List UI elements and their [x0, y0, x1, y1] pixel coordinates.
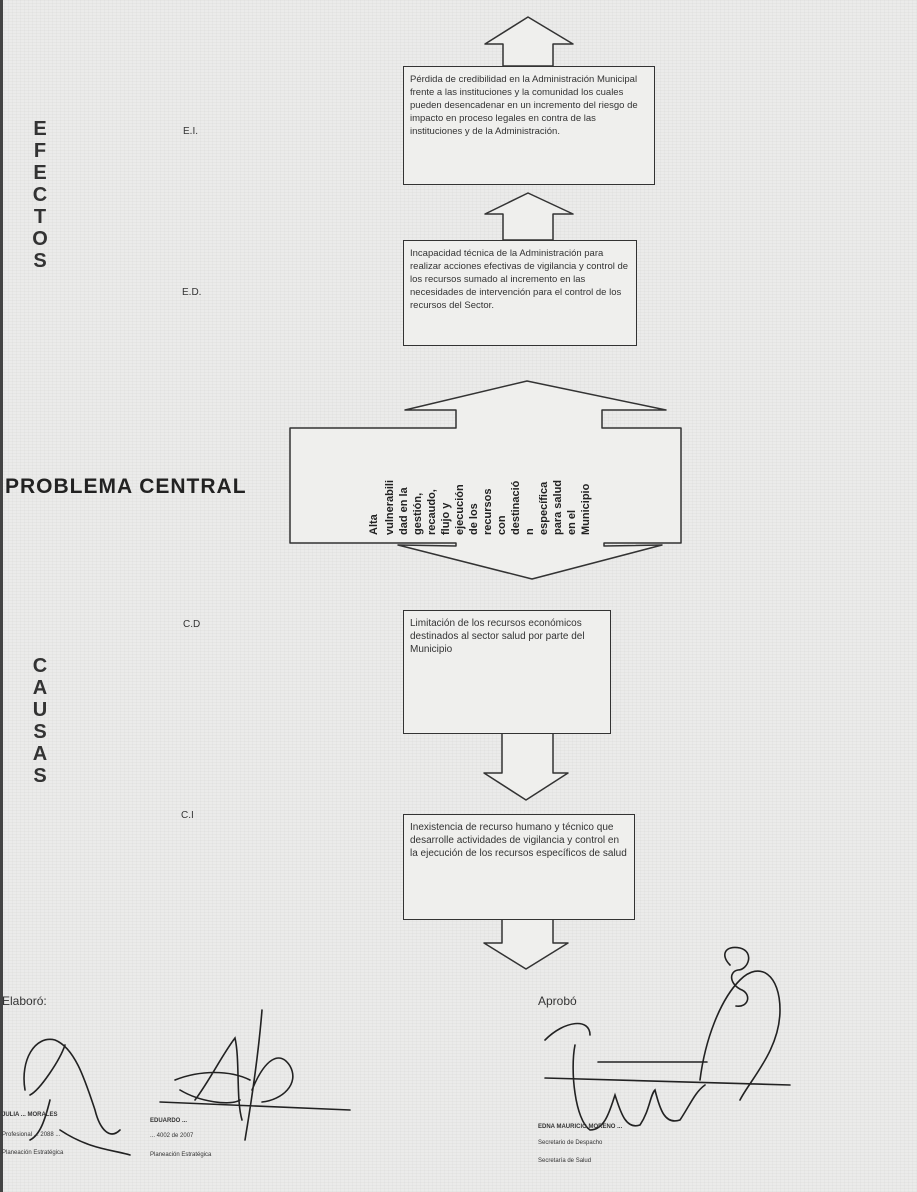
signer1-name: JULIA ... MORALES: [2, 1112, 58, 1118]
causes-side-label: CAUSAS: [32, 655, 48, 787]
central-problem-col: n: [524, 528, 536, 535]
signer2-line2: Planeación Estratégica: [150, 1152, 212, 1158]
central-problem-col: dad en la: [398, 487, 410, 535]
central-problem-col: en el: [566, 509, 578, 535]
cause-direct-box: Limitación de los recursos económicos de…: [403, 610, 611, 734]
arrow-up-effect-indirect: [484, 16, 574, 67]
effect-indirect-box: Pérdida de credibilidad en la Administra…: [403, 66, 655, 185]
signer2-name: EDUARDO ...: [150, 1118, 188, 1124]
central-problem-col: vulnerabili: [384, 479, 396, 535]
central-problem-col: flujo y: [440, 502, 452, 535]
cause-indirect-box: Inexistencia de recurso humano y técnico…: [403, 814, 635, 920]
signature-3-stroke: [544, 946, 791, 1131]
central-problem-col: recaudo,: [426, 489, 438, 535]
signer3-name: EDNA MAURICIO MORENO ...: [538, 1124, 623, 1130]
elaboro-label: Elaboró:: [2, 994, 47, 1008]
signer3-line2: Secretaría de Salud: [538, 1158, 592, 1164]
central-problem-col: destinació: [510, 480, 522, 535]
central-problem-label: PROBLEMA CENTRAL: [5, 475, 247, 498]
signer1-line2: Planeación Estratégica: [2, 1150, 64, 1156]
effects-side-label: EFECTOS: [32, 118, 48, 272]
code-ei: E.I.: [183, 126, 199, 137]
signer2-line1: ... 4002 de 2007: [150, 1133, 194, 1139]
signature-2-stroke: [159, 1009, 351, 1141]
code-cd: C.D: [183, 619, 201, 630]
central-problem-col: con: [496, 515, 508, 535]
arrow-up-effect-direct: [484, 192, 574, 241]
central-problem-col: específica: [538, 481, 550, 535]
signer1-line1: Profesional ... 2088 ...: [2, 1132, 61, 1138]
aprobo-label: Aprobó: [538, 994, 577, 1008]
signer3-line1: Secretario de Despacho: [538, 1140, 603, 1146]
code-ci: C.I: [181, 810, 194, 821]
central-problem-col: gestión,: [412, 492, 424, 535]
central-problem-col: ejecución: [454, 484, 466, 535]
code-ed: E.D.: [182, 287, 202, 298]
arrow-down-cause-indirect: [483, 918, 569, 970]
central-problem-col: de los: [468, 503, 480, 535]
page-left-edge: [0, 0, 3, 1192]
arrow-down-cause-direct: [483, 732, 569, 801]
effect-direct-box: Incapacidad técnica de la Administración…: [403, 240, 637, 346]
central-problem-col: recursos: [482, 488, 494, 535]
central-problem-col: Alta: [368, 514, 380, 535]
central-problem-arrow: [289, 380, 682, 580]
signature-1-stroke: [23, 1038, 131, 1156]
central-problem-col: para salud: [552, 479, 564, 535]
central-problem-col: Municipio: [580, 483, 592, 535]
central-problem-text: Alta vulnerabili dad en la gestión, reca…: [368, 435, 592, 535]
